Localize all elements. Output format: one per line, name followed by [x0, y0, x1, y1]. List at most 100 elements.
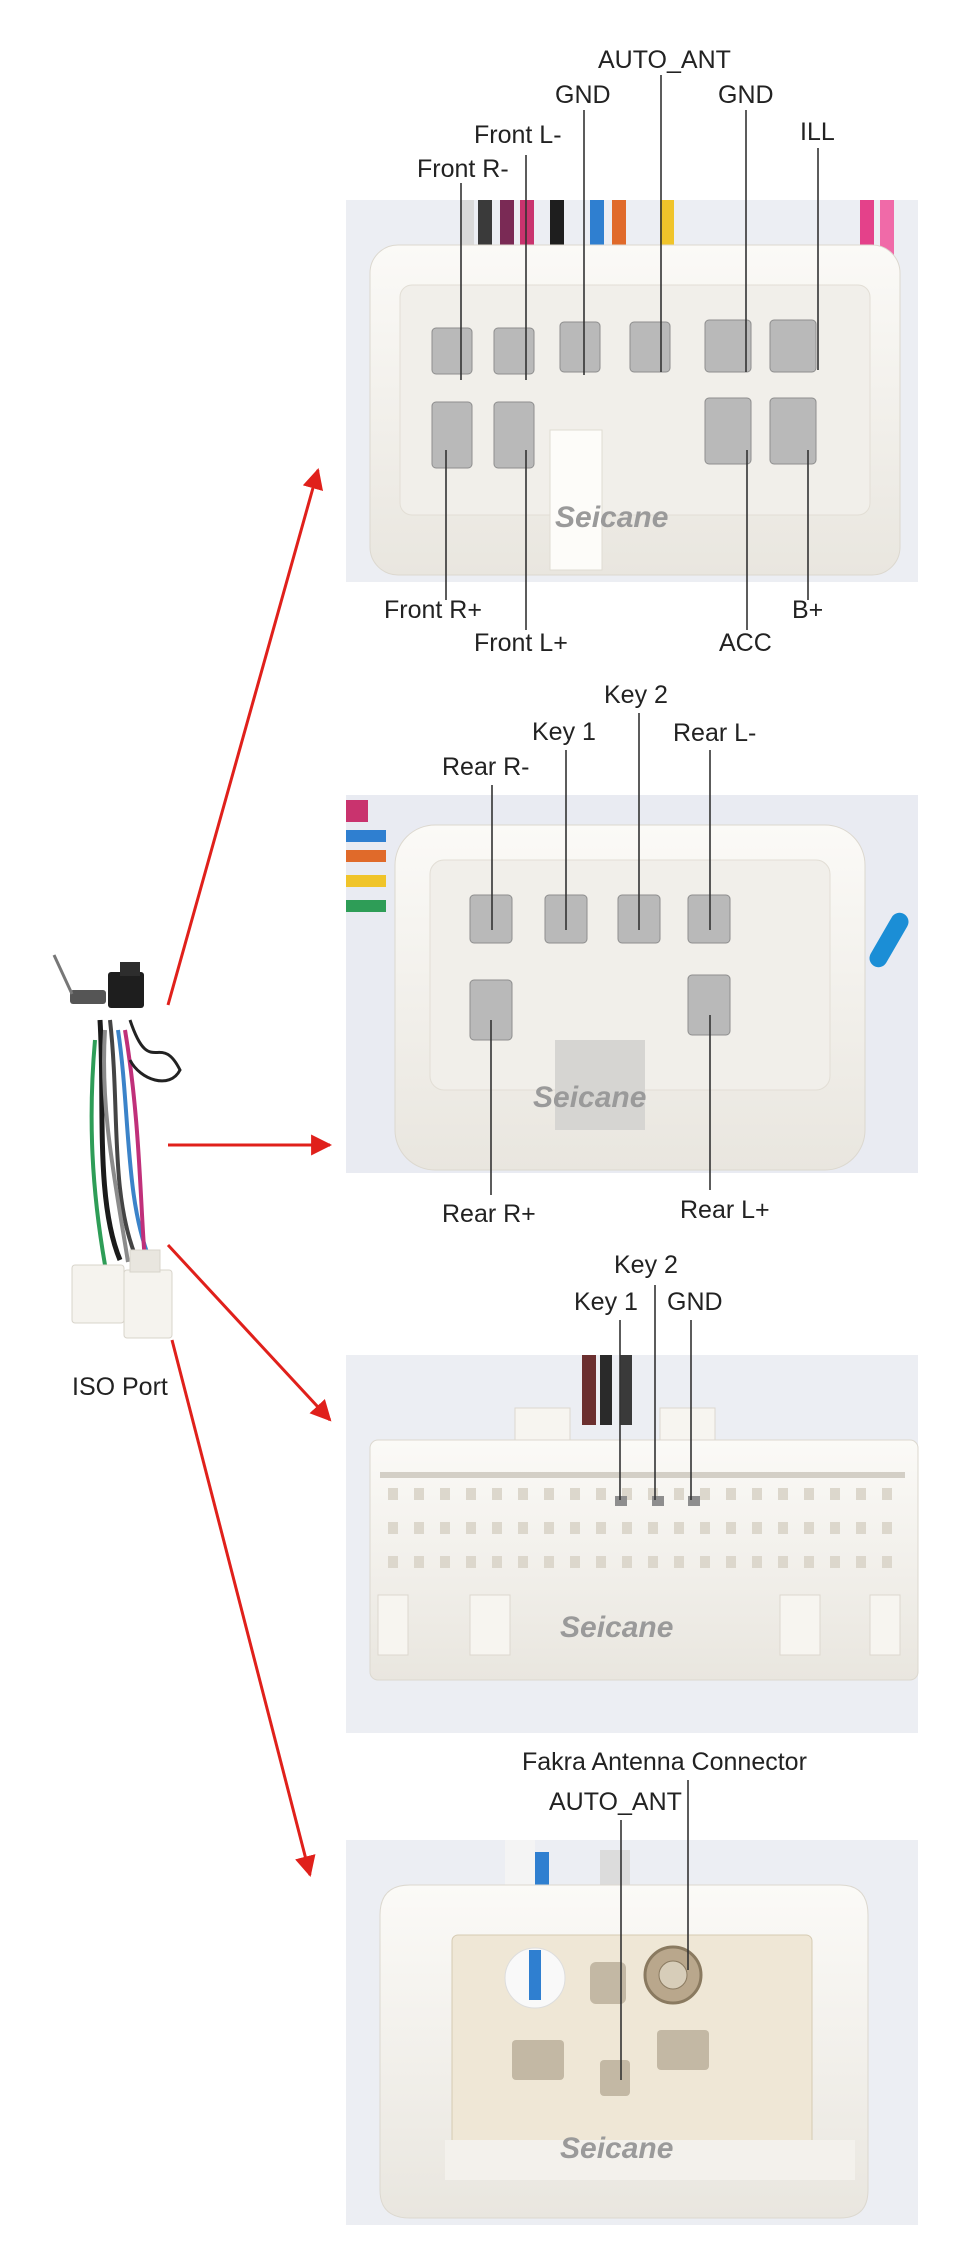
arrow-to-connector-3 [166, 1243, 332, 1422]
pin-hole [726, 1522, 736, 1534]
iso-port-label: ISO Port [72, 1373, 168, 1401]
watermark-3: Seicane [560, 1611, 673, 1644]
pin-hole [752, 1522, 762, 1534]
pin-hole [804, 1488, 814, 1500]
pin-hole [414, 1488, 424, 1500]
label-key2: Key 2 [604, 681, 668, 709]
harness-top-connector [52, 954, 144, 1008]
pin-hole [882, 1488, 892, 1500]
pin-hole [388, 1488, 398, 1500]
arrows [166, 467, 333, 1878]
watermark-1: Seicane [555, 501, 668, 534]
pin-hole [440, 1488, 450, 1500]
pin-hole [570, 1488, 580, 1500]
connector-4-photo: Seicane [346, 1840, 918, 2225]
connector-1-pins-bottom [431, 397, 817, 469]
label-ill: ILL [800, 118, 835, 146]
pin-hole [700, 1488, 710, 1500]
pin-hole [544, 1522, 554, 1534]
pin-hole [492, 1488, 502, 1500]
connector-3-pin-grid [388, 1488, 892, 1568]
pin-hole [674, 1488, 684, 1500]
pin-hole [804, 1522, 814, 1534]
pin-hole [830, 1488, 840, 1500]
label-gnd-b: GND [718, 81, 774, 109]
connector-3-labels: Key 2 Key 1 GND [574, 1251, 723, 1500]
pin-hole [414, 1522, 424, 1534]
connector-3-holes [380, 1472, 905, 1478]
pin-hole [596, 1556, 606, 1568]
pin-hole [726, 1556, 736, 1568]
pin-hole [388, 1556, 398, 1568]
pin-hole [466, 1488, 476, 1500]
pin-hole [544, 1488, 554, 1500]
label-auto-ant: AUTO_ANT [598, 46, 731, 74]
label-front-r-plus: Front R+ [384, 596, 482, 624]
label-front-r-minus: Front R- [417, 155, 509, 183]
pin-hole [856, 1522, 866, 1534]
pin-hole [622, 1556, 632, 1568]
connector-4-sockets [512, 1962, 709, 2096]
watermark-2: Seicane [533, 1081, 646, 1114]
pin-hole [856, 1556, 866, 1568]
pin-hole [440, 1556, 450, 1568]
pin-hole [804, 1556, 814, 1568]
arrow-to-connector-1 [166, 467, 324, 1006]
connector-2-labels: Rear R- Key 1 Key 2 Rear L- Rear R+ Rear… [442, 681, 770, 1228]
pin-hole [700, 1522, 710, 1534]
label-key1: Key 1 [532, 718, 596, 746]
pin-hole [778, 1488, 788, 1500]
pin-hole [882, 1522, 892, 1534]
label-c3-gnd: GND [667, 1288, 723, 1316]
pin-hole [752, 1488, 762, 1500]
pin-hole [778, 1556, 788, 1568]
label-c3-key2: Key 2 [614, 1251, 678, 1279]
pin-hole [752, 1556, 762, 1568]
connector-1-photo: Seicane [346, 200, 918, 582]
label-front-l-plus: Front L+ [474, 629, 568, 657]
pin-hole [440, 1522, 450, 1534]
iso-harness: ISO Port [52, 954, 182, 1401]
pin-hole [544, 1556, 554, 1568]
label-rear-r-plus: Rear R+ [442, 1200, 536, 1228]
label-gnd-a: GND [555, 81, 611, 109]
connector-1-pins-top [431, 319, 817, 375]
label-rear-l-plus: Rear L+ [680, 1196, 770, 1224]
label-c4-auto-ant: AUTO_ANT [549, 1788, 682, 1816]
pin-hole [648, 1488, 658, 1500]
label-rear-l-minus: Rear L- [673, 719, 756, 747]
pin-hole [882, 1556, 892, 1568]
pin-hole [596, 1522, 606, 1534]
label-front-l-minus: Front L- [474, 121, 562, 149]
connector-2-photo: Seicane [346, 795, 918, 1173]
label-rear-r-minus: Rear R- [442, 753, 530, 781]
pin-hole [830, 1522, 840, 1534]
pin-hole [414, 1556, 424, 1568]
pin-hole [492, 1556, 502, 1568]
pin-hole [466, 1556, 476, 1568]
pin-hole [700, 1556, 710, 1568]
connector-3-wires [582, 1355, 632, 1425]
pin-hole [570, 1556, 580, 1568]
pin-hole [674, 1522, 684, 1534]
pin-hole [466, 1522, 476, 1534]
label-c3-key1: Key 1 [574, 1288, 638, 1316]
pin-hole [648, 1556, 658, 1568]
pin-hole [622, 1488, 632, 1500]
label-fakra: Fakra Antenna Connector [522, 1748, 807, 1776]
pin-hole [596, 1488, 606, 1500]
pin-hole [674, 1556, 684, 1568]
pin-hole [518, 1488, 528, 1500]
connector-3-photo: Seicane [346, 1355, 919, 1733]
label-b-plus: B+ [792, 596, 823, 624]
pin-hole [388, 1522, 398, 1534]
connector-2-pins-bottom [469, 974, 731, 1041]
harness-wires [89, 1019, 182, 1266]
arrow-to-connector-4 [170, 1339, 316, 1878]
connector-1-labels: Front R- Front L- GND AUTO_ANT GND ILL F… [384, 46, 835, 657]
pin-hole [830, 1556, 840, 1568]
pin-hole [856, 1488, 866, 1500]
connector-3-pins [615, 1496, 700, 1506]
connector-2-wires [346, 800, 909, 968]
